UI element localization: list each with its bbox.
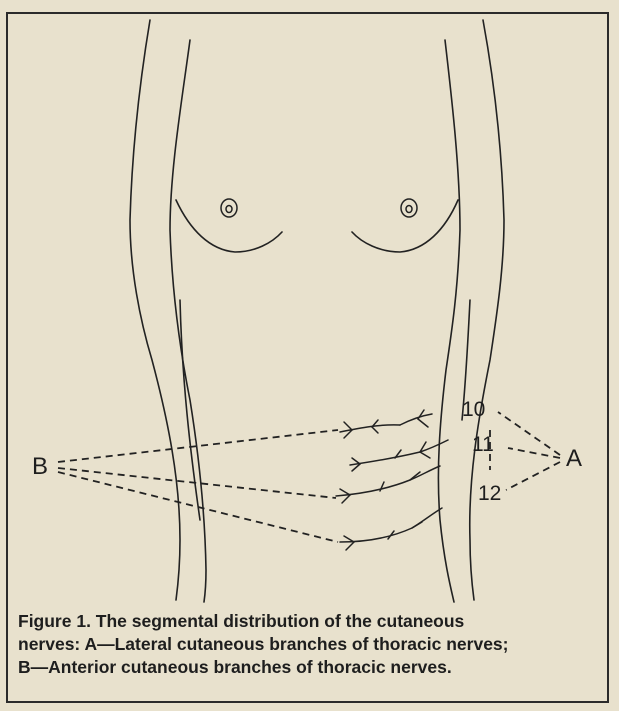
nerve-branch-bottom [340,508,442,550]
caption-line-1: Figure 1. The segmental distribution of … [18,610,598,633]
right-torso-edge [438,40,460,602]
label-segment-10: 10 [462,398,485,421]
figure-caption: Figure 1. The segmental distribution of … [18,610,598,679]
right-breast-contour [352,200,458,252]
caption-line-3: B—Anterior cutaneous branches of thoraci… [18,656,598,679]
left-forearm-line [180,300,200,520]
label-b: B [32,453,48,480]
left-arm-outer [130,20,180,600]
left-torso-edge [170,40,206,602]
nerve-branch-upper [340,410,432,438]
b-line-bottom [58,472,338,542]
label-segment-11: 11 [472,433,494,456]
a-line-12 [506,462,560,490]
label-a: A [566,445,582,472]
nerve-branch-middle [350,440,448,471]
left-nipple [221,199,237,217]
label-segment-12: 12 [478,482,501,505]
a-line-11 [508,448,560,458]
a-line-10 [498,412,560,455]
right-nipple [401,199,417,217]
caption-line-2: nerves: A—Lateral cutaneous branches of … [18,633,598,656]
left-breast-contour [176,200,282,252]
right-arm-outer [470,20,504,600]
